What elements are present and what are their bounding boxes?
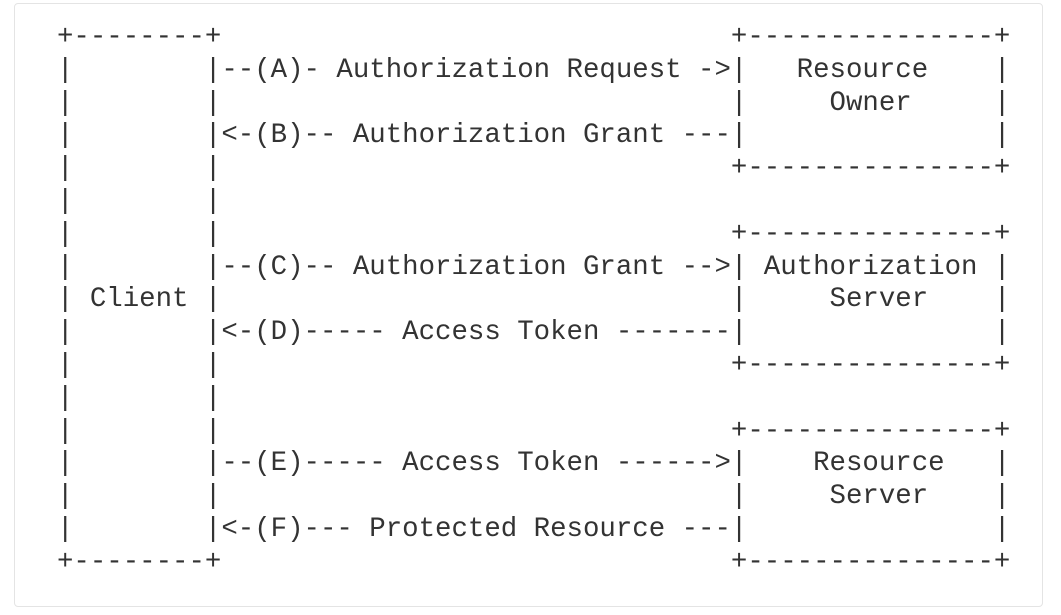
- diagram-line: | Client | | Server |: [57, 284, 1011, 316]
- diagram-line: | |<-(F)--- Protected Resource ---| |: [57, 513, 1011, 545]
- diagram-line: | | +---------------+: [57, 153, 1011, 185]
- diagram-line: | |--(C)-- Authorization Grant -->| Auth…: [57, 251, 1011, 283]
- diagram-line: | |<-(B)-- Authorization Grant ---| |: [57, 120, 1011, 152]
- diagram-line: +--------+ +---------------+: [57, 22, 1011, 53]
- diagram-line: | | | Owner |: [57, 87, 1011, 119]
- diagram-line: | |<-(D)----- Access Token -------| |: [57, 317, 1011, 349]
- diagram-frame: [14, 3, 1043, 607]
- diagram-line: | |--(A)- Authorization Request ->| Reso…: [57, 54, 1011, 86]
- diagram-line: | | +---------------+: [57, 349, 1011, 381]
- diagram-line: | |--(E)----- Access Token ------>| Reso…: [57, 448, 1011, 480]
- diagram-line: | | +---------------+: [57, 218, 1011, 250]
- diagram-line: | |: [57, 382, 222, 414]
- diagram-line: | | | Server |: [57, 481, 1011, 513]
- diagram-line: | |: [57, 185, 222, 217]
- diagram-line: | | +---------------+: [57, 415, 1011, 447]
- oauth-flow-ascii-diagram: +--------+ +---------------+ | |--(A)- A…: [57, 22, 1010, 580]
- diagram-line: +--------+ +---------------+: [57, 546, 1011, 578]
